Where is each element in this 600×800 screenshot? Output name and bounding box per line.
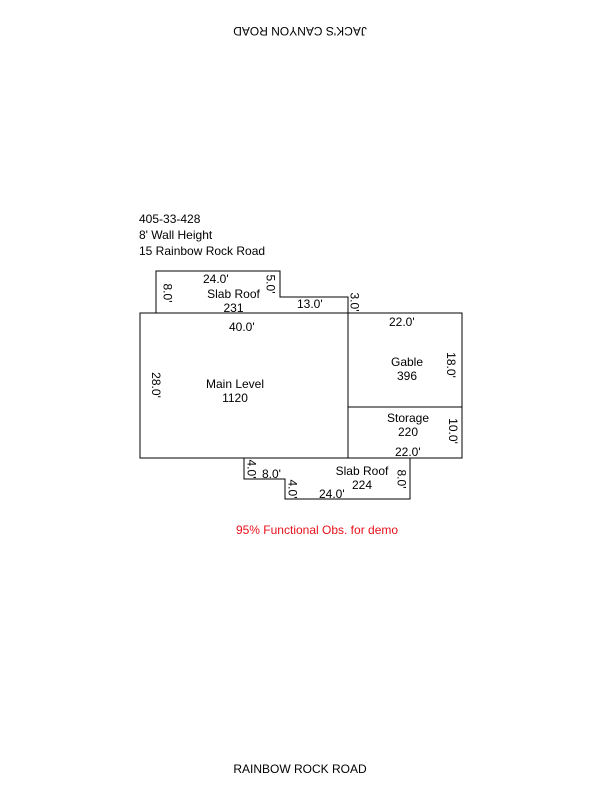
area-main-level: Main Level 1120 [195,377,275,405]
area-name: Slab Roof [335,464,389,478]
dim-gable-step: 3.0' [347,292,362,312]
area-slab-roof-top: Slab Roof 231 [196,287,271,315]
dim-bottom-step-b: 8.0' [262,467,281,481]
dim-storage-width: 22.0' [395,445,421,459]
area-name: Gable [390,355,424,369]
dim-top-slab-width: 24.0' [203,272,229,286]
road-label-bottom: RAINBOW ROCK ROAD [233,762,367,776]
dim-storage-height: 10.0' [445,418,460,444]
property-info: 405-33-428 8' Wall Height 15 Rainbow Roc… [139,211,265,259]
dim-bottom-slab-height: 8.0' [394,469,409,489]
area-value: 1120 [222,391,248,405]
dim-bottom-step-c: 4.0' [285,479,300,499]
dim-bottom-slab-width: 24.0' [319,487,345,501]
functional-obs-note: 95% Functional Obs. for demo [235,523,399,537]
top-slab-outline [155,270,349,313]
area-value: 231 [223,301,244,315]
area-slab-roof-bottom: Slab Roof 224 [326,464,398,492]
area-value: 220 [397,425,419,439]
dim-top-slab-height: 8.0' [160,283,175,303]
area-gable: Gable 396 [377,355,437,383]
storage-outline [347,406,463,459]
parcel-number: 405-33-428 [139,212,201,226]
property-address: 15 Rainbow Rock Road [139,244,266,258]
dim-bottom-step-a: 4.0' [244,459,259,479]
area-storage: Storage 220 [376,411,440,439]
area-name: Slab Roof [207,287,260,301]
area-value: 396 [396,369,418,383]
dim-gable-width: 22.0' [389,315,415,329]
dim-top-slab-step: 13.0' [297,297,323,311]
dim-main-width: 40.0' [229,320,255,334]
wall-height: 8' Wall Height [139,228,213,242]
dim-gable-height: 18.0' [443,352,458,378]
area-value: 224 [351,478,373,492]
area-name: Main Level [205,377,265,391]
dim-main-height: 28.0' [148,372,163,398]
area-name: Storage [386,411,430,425]
bottom-slab-outline [243,458,411,500]
